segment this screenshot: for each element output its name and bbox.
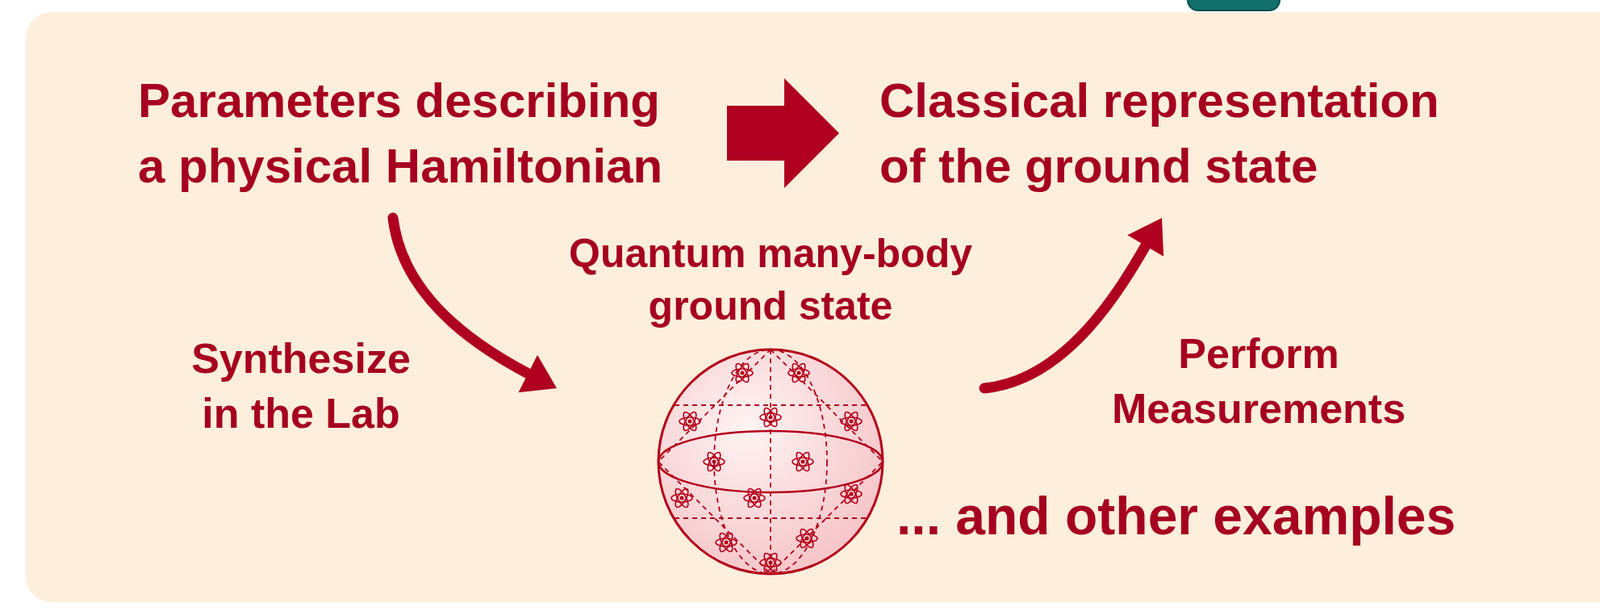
- arrow-head: [518, 355, 557, 393]
- text-node: Classical representation of the ground s…: [879, 67, 1461, 218]
- curved-arrow: [392, 217, 539, 379]
- text-node: Parameters describing a physical Hamilto…: [137, 67, 687, 218]
- note-label: ... and other examples: [896, 484, 1456, 548]
- edge-label: Synthesize in the Lab: [175, 330, 427, 441]
- tab-decoration: [1186, 0, 1281, 12]
- edge-label: Perform Measurements: [1105, 325, 1413, 436]
- node-text: Quantum many-body ground state: [556, 227, 985, 333]
- curved-arrow: [984, 235, 1152, 389]
- block-arrow: [726, 78, 840, 188]
- connector-arrow: [392, 217, 557, 393]
- sphere-illustration: [653, 344, 888, 579]
- node-text: Classical representation of the ground s…: [879, 67, 1461, 199]
- connector-arrow: [726, 78, 840, 188]
- connector-arrow: [984, 217, 1164, 389]
- arrow-head: [1127, 217, 1164, 257]
- node-text: Parameters describing a physical Hamilto…: [137, 67, 687, 199]
